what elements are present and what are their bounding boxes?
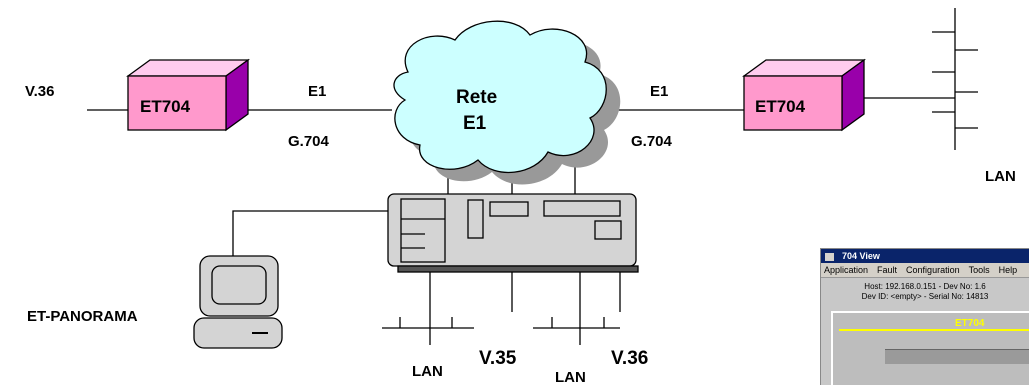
device-panel-label: ET704 [955, 318, 985, 329]
menu-configuration[interactable]: Configuration [906, 265, 960, 275]
label-cloud-rete: Rete [456, 87, 497, 108]
label-cloud-e1: E1 [463, 113, 487, 134]
label-lan-top-right: LAN [985, 168, 1016, 185]
label-v35: V.35 [479, 348, 517, 369]
device-status-line [839, 329, 1029, 331]
cloud-body [393, 20, 607, 174]
et-panorama-terminal [193, 255, 283, 349]
label-et704-right: ET704 [755, 97, 806, 116]
et704-device-left [126, 58, 250, 132]
app-icon [825, 252, 834, 261]
device-front-bar [885, 349, 1029, 364]
menu-tools[interactable]: Tools [968, 265, 990, 275]
label-e1-right: E1 [650, 83, 668, 100]
label-et704-left: ET704 [140, 97, 191, 116]
host-info-line: Host: 192.168.0.151 - Dev No: 1.6 [864, 282, 986, 291]
label-g704-right: G.704 [631, 133, 673, 150]
menu-help[interactable]: Help [998, 265, 1018, 275]
e1-network-cloud [393, 20, 621, 185]
device-view-panel: ET704 [831, 311, 1029, 385]
server-to-terminal-line [232, 210, 388, 256]
label-e1-left: E1 [308, 83, 326, 100]
et704-device-right [742, 58, 866, 132]
device-info-line: Dev ID: <empty> - Serial No: 14813 [861, 292, 989, 301]
window-title: 704 View [842, 251, 880, 261]
central-server [387, 193, 639, 273]
diagram-labels: V.36 ET704 E1 G.704 Rete E1 E1 G.704 ET7… [25, 83, 1016, 385]
label-lan-bottom-mid: LAN [555, 369, 586, 385]
menu-application[interactable]: Application [824, 265, 869, 275]
window-menu-bar: Application Fault Configuration Tools Help [821, 263, 1029, 278]
label-et-panorama: ET-PANORAMA [27, 308, 138, 325]
704-view-app-window: 704 View Application Fault Configuration To… [820, 248, 1029, 385]
label-g704-left: G.704 [288, 133, 330, 150]
label-v36-bottom: V.36 [611, 348, 648, 369]
label-v36-left: V.36 [25, 83, 54, 100]
label-lan-bottom-left: LAN [412, 363, 443, 380]
window-title-bar: 704 View [821, 249, 1029, 263]
menu-fault[interactable]: Fault [877, 265, 898, 275]
